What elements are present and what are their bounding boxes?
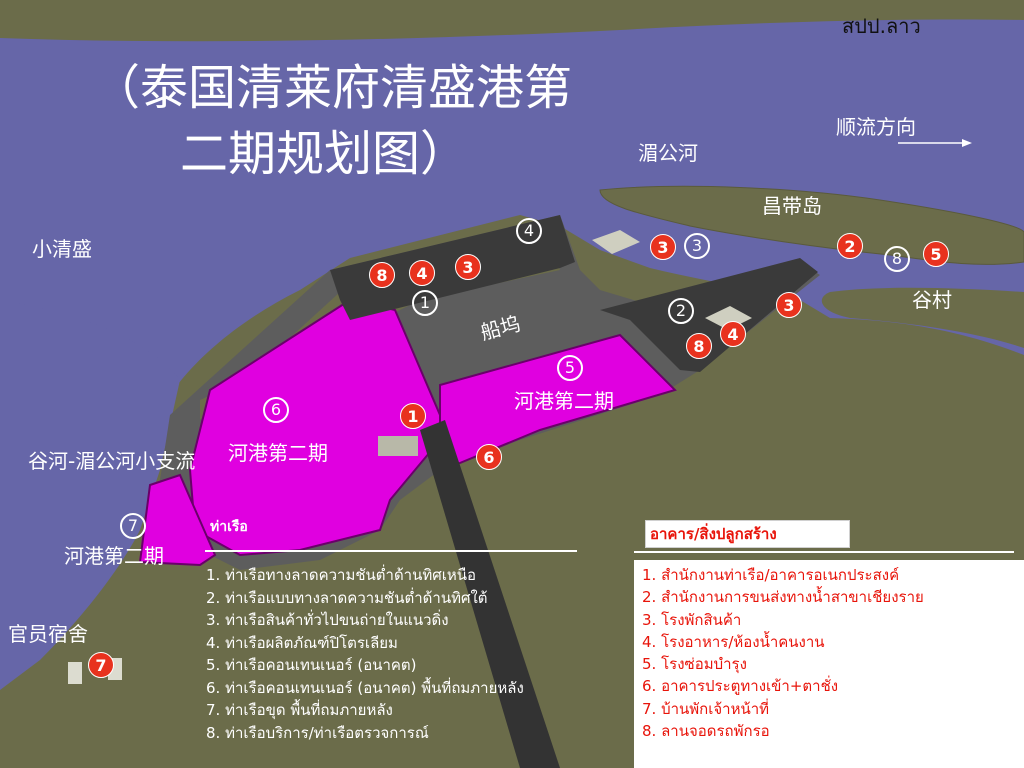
marker-white-4: 4 bbox=[516, 218, 542, 244]
staff-housing-label: 官员宿舍 bbox=[8, 622, 88, 646]
marker-red-3-island: 3 bbox=[650, 234, 676, 260]
gate-building bbox=[378, 436, 418, 456]
phase2-label-west: 河港第二期 bbox=[228, 441, 328, 465]
flow-arrow-head bbox=[962, 139, 972, 147]
buildings-legend-item: 1. สำนักงานท่าเรือ/อาคารอเนกประสงค์ bbox=[642, 566, 900, 584]
ports-legend-item: 1. ท่าเรือทางลาดความชันต่ำด้านทิศเหนือ bbox=[206, 566, 477, 584]
north-quay bbox=[330, 215, 575, 320]
marker-red-6: 6 bbox=[476, 444, 502, 470]
buildings-legend-list: 1. สำนักงานท่าเรือ/อาคารอเนกประสงค์ 2. ส… bbox=[634, 560, 1024, 742]
ports-legend-item: 2. ท่าเรือแบบทางลาดความชันต่ำด้านทิศใต้ bbox=[206, 588, 488, 607]
buildings-legend-item: 4. โรงอาหาร/ห้องน้ำคนงาน bbox=[642, 632, 825, 651]
marker-red-5: 5 bbox=[923, 241, 949, 267]
south-quay bbox=[600, 258, 818, 372]
housing-building-1 bbox=[68, 662, 82, 684]
marker-white-2: 2 bbox=[668, 298, 694, 324]
buildings-legend-title: อาคาร/สิ่งปลูกสร้าง bbox=[645, 520, 850, 548]
ports-legend-item: 8. ท่าเรือบริการ/ท่าเรือตรวจการณ์ bbox=[206, 723, 429, 742]
marker-red-8-south: 8 bbox=[686, 333, 712, 359]
ku-village-label: 谷村 bbox=[912, 288, 952, 312]
buildings-legend-rule bbox=[634, 551, 1014, 553]
branch-river-label: 谷河-湄公河小支流 bbox=[28, 449, 196, 473]
title-line-2: 二期规划图） bbox=[180, 126, 469, 182]
phase2-label-east: 河港第二期 bbox=[514, 389, 614, 413]
ports-legend-item: 3. ท่าเรือสินค้าทั่วไปขนถ่ายในแนวดิ่ง bbox=[206, 611, 449, 629]
title-line-1: （泰国清莱府清盛港第 bbox=[92, 60, 573, 116]
marker-white-6: 6 bbox=[263, 397, 289, 423]
marker-white-1: 1 bbox=[412, 290, 438, 316]
flow-direction-label: 顺流方向 bbox=[836, 115, 916, 139]
marker-red-4-north: 4 bbox=[409, 260, 435, 286]
marker-red-3-south: 3 bbox=[776, 292, 802, 318]
mekong-river-label: 湄公河 bbox=[638, 141, 698, 165]
ports-legend-rule bbox=[205, 550, 577, 552]
ports-legend-item: 5. ท่าเรือคอนเทนเนอร์ (อนาคต) bbox=[206, 656, 417, 674]
marker-red-2: 2 bbox=[837, 233, 863, 259]
marker-white-7: 7 bbox=[120, 513, 146, 539]
branch-river bbox=[0, 300, 180, 690]
warehouse-south bbox=[705, 306, 752, 330]
buildings-legend-item: 5. โรงซ่อมบำรุง bbox=[642, 655, 747, 674]
ports-legend-item: 6. ท่าเรือคอนเทนเนอร์ (อนาคต) พื้นที่ถมภ… bbox=[206, 678, 524, 697]
ports-legend-item: 7. ท่าเรือขุด พื้นที่ถมภายหลัง bbox=[206, 701, 393, 719]
buildings-legend-item: 7. บ้านพักเจ้าหน้าที่ bbox=[642, 699, 770, 718]
buildings-legend-item: 3. โรงพักสินค้า bbox=[642, 610, 742, 629]
access-road bbox=[420, 420, 560, 768]
ports-legend-item: 4. ท่าเรือผลิตภัณฑ์ปิโตรเลียม bbox=[206, 633, 398, 652]
marker-white-3: 3 bbox=[684, 233, 710, 259]
chang-dai-island bbox=[599, 185, 1024, 265]
marker-red-8-north: 8 bbox=[369, 262, 395, 288]
marker-red-1: 1 bbox=[400, 403, 426, 429]
marker-white-8: 8 bbox=[884, 246, 910, 272]
buildings-legend-item: 2. สำนักงานการขนส่งทางน้ำสาขาเชียงราย bbox=[642, 588, 924, 607]
warehouse-north bbox=[592, 230, 640, 254]
mekong-river bbox=[0, 19, 1024, 640]
chang-dai-island-label: 昌带岛 bbox=[762, 194, 822, 218]
ports-legend-list: 1. ท่าเรือทางลาดความชันต่ำด้านทิศเหนือ 2… bbox=[206, 564, 524, 744]
phase2-label-south: 河港第二期 bbox=[64, 544, 164, 568]
marker-red-7: 7 bbox=[88, 652, 114, 678]
buildings-legend-item: 8. ลานจอดรถพักรอ bbox=[642, 722, 770, 741]
marker-white-5: 5 bbox=[557, 355, 583, 381]
ku-village-land bbox=[821, 287, 1024, 348]
marker-red-3-north: 3 bbox=[455, 254, 481, 280]
buildings-legend-box: 1. สำนักงานท่าเรือ/อาคารอเนกประสงค์ 2. ส… bbox=[634, 560, 1024, 768]
marker-red-4-south: 4 bbox=[720, 321, 746, 347]
phase2-zone-south bbox=[138, 473, 217, 567]
town-label: 小清盛 bbox=[32, 237, 92, 261]
ports-legend-title: ท่าเรือ bbox=[210, 519, 248, 535]
country-label: สปป.ลาว bbox=[842, 14, 921, 38]
buildings-legend-item: 6. อาคารประตูทางเข้า+ตาชั่ง bbox=[642, 677, 839, 696]
